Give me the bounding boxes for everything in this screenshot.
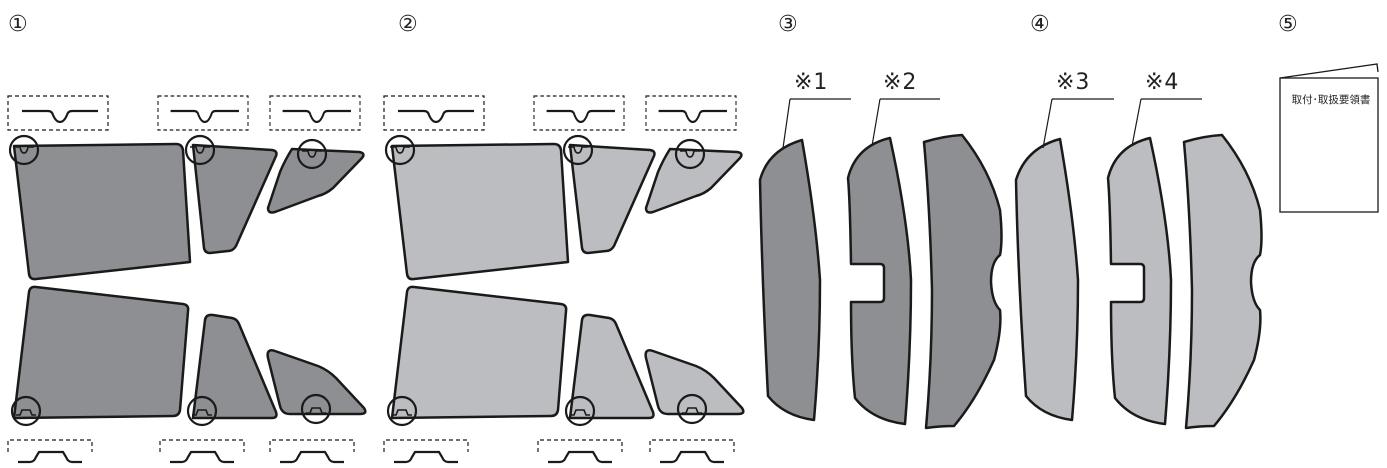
set-4-rear-window-panels xyxy=(1014,98,1263,430)
item-number-3: ③ xyxy=(778,12,798,37)
note-1: ※1 xyxy=(794,70,829,95)
set-3-rear-window-panels xyxy=(758,98,1003,430)
instruction-manual-label: 取付･取扱要領書 xyxy=(1291,94,1371,106)
rear-panel-6 xyxy=(1182,133,1263,430)
set-1-front-window-panels xyxy=(6,94,367,464)
rear-panel-1 xyxy=(758,138,822,422)
rear-panel-4 xyxy=(1014,137,1080,422)
front-right-panel-top xyxy=(266,147,365,214)
note-3: ※3 xyxy=(1056,70,1091,95)
rear-panel-5 xyxy=(1106,136,1173,426)
rear-mid-panel-bottom-2 xyxy=(568,313,655,420)
rear-right-panel-bottom-2 xyxy=(644,349,745,416)
rear-left-panel-bottom xyxy=(12,285,190,420)
instruction-manual-icon xyxy=(1279,63,1379,213)
front-mid-panel-top-2 xyxy=(568,143,656,255)
rear-left-panel-bottom-2 xyxy=(390,285,568,420)
front-right-panel-top-2 xyxy=(644,147,743,214)
rear-right-panel-bottom xyxy=(266,349,367,416)
rear-mid-panel-bottom xyxy=(191,313,278,420)
item-number-5: ⑤ xyxy=(1278,12,1298,37)
front-left-panel-top-2 xyxy=(390,142,570,281)
note-2: ※2 xyxy=(883,70,918,95)
rear-panel-2 xyxy=(846,136,913,426)
rear-panel-3 xyxy=(922,133,1003,430)
item-number-2: ② xyxy=(398,12,418,37)
item-number-4: ④ xyxy=(1030,12,1050,37)
front-left-panel-top xyxy=(12,142,192,281)
front-mid-panel-top xyxy=(191,143,278,255)
item-number-1: ① xyxy=(8,12,28,37)
set-2-front-window-panels xyxy=(382,94,745,464)
note-4: ※4 xyxy=(1145,70,1180,95)
